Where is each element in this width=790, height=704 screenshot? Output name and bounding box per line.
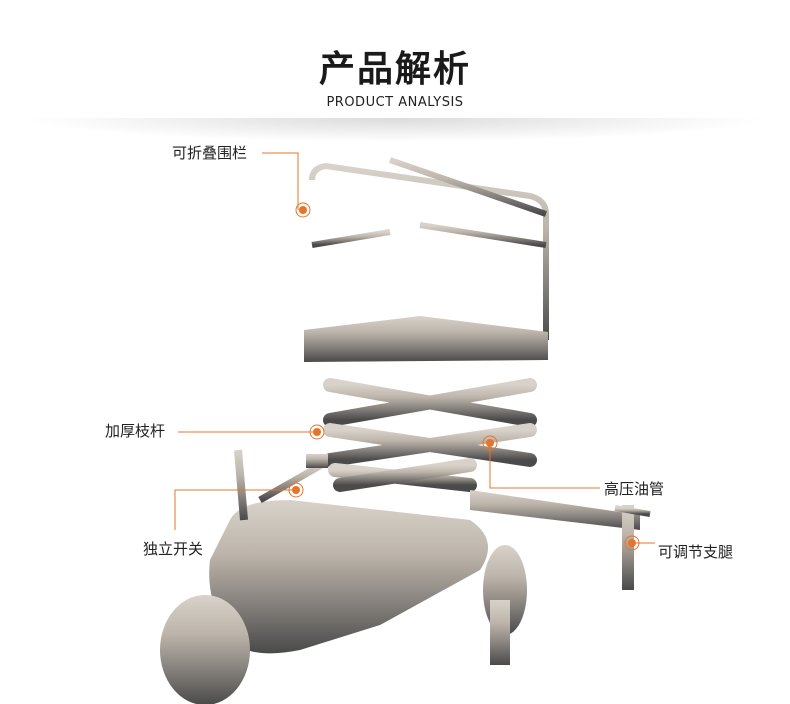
callout-label-hose: 高压油管 — [604, 480, 665, 498]
header-shadow — [20, 118, 770, 142]
callout-markers — [288, 202, 640, 551]
page-title: 产品解析 — [318, 49, 471, 90]
marker-hose — [482, 435, 498, 451]
marker-leg — [624, 535, 640, 551]
callout-label-leg: 可调节支腿 — [658, 543, 734, 561]
callout-label-switch: 独立开关 — [143, 540, 204, 558]
scissor-arms — [323, 378, 537, 492]
header: 产品解析 PRODUCT ANALYSIS — [0, 0, 790, 130]
marker-guardrail — [295, 202, 311, 218]
marker-scissor-rod — [309, 424, 325, 440]
page-subtitle: PRODUCT ANALYSIS — [326, 95, 464, 110]
callout-label-guardrail: 可折叠围栏 — [172, 144, 248, 162]
callout-label-scissor-rod: 加厚枝杆 — [105, 422, 166, 440]
guardrail-frame — [309, 157, 549, 340]
marker-switch — [288, 482, 304, 498]
